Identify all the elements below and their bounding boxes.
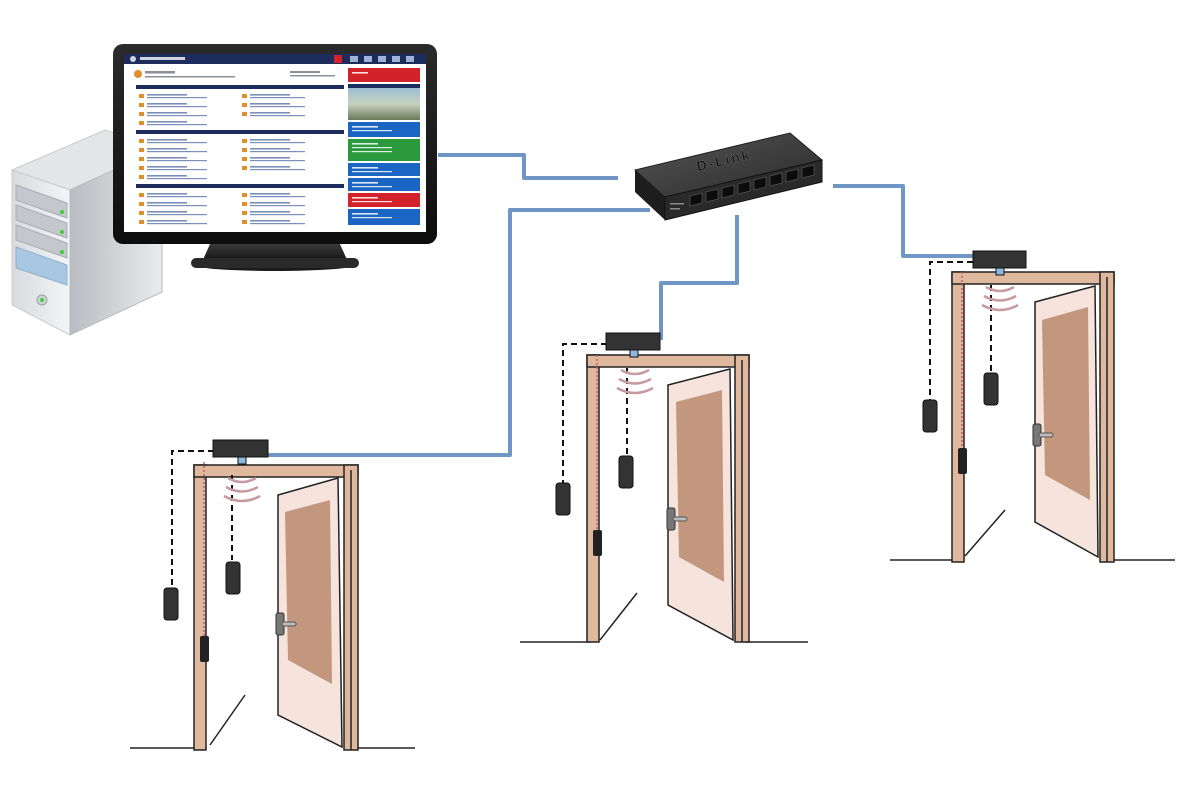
electric-lock-icon <box>200 636 209 662</box>
cable-switch-to-door-2 <box>659 215 739 340</box>
card-reader-icon <box>163 587 179 621</box>
door-leaf-3 <box>1032 285 1099 559</box>
switch-ports <box>689 164 815 207</box>
electric-lock-icon <box>593 530 602 556</box>
access-controller-icon <box>605 332 661 358</box>
electric-lock-icon <box>958 448 967 474</box>
cable-switch-to-door-1 <box>268 208 650 457</box>
screen-right-column <box>348 68 420 225</box>
door-3 <box>890 250 1175 563</box>
access-controller-icon <box>972 250 1027 276</box>
rf-signal-icon <box>616 368 654 395</box>
network-cables <box>268 153 975 457</box>
door-frame-2 <box>586 354 750 643</box>
door-frame-3 <box>951 271 1115 563</box>
cable-monitor-to-switch <box>438 153 618 180</box>
door-frame-1 <box>193 464 359 751</box>
exit-reader-icon <box>618 455 634 489</box>
floor-line-1 <box>130 694 415 749</box>
cable-switch-to-door-3 <box>833 184 975 258</box>
network-switch-icon: D-Link <box>633 132 824 221</box>
exit-reader-icon <box>983 372 999 406</box>
access-controller-icon <box>212 439 269 465</box>
floor-line-2 <box>520 592 808 643</box>
door-handle-icon <box>1032 423 1054 447</box>
rf-signal-icon <box>981 285 1019 312</box>
door-handle-icon <box>666 507 688 531</box>
monitor-screen <box>124 54 426 232</box>
door-1 <box>130 439 415 751</box>
door-leaf-2 <box>666 368 734 642</box>
card-reader-icon <box>922 399 938 433</box>
floor-line-3 <box>890 509 1175 561</box>
monitor-icon <box>113 44 437 271</box>
door-2 <box>520 332 808 643</box>
rf-signal-icon <box>223 476 261 503</box>
card-reader-icon <box>555 482 571 516</box>
door-leaf-1 <box>275 477 343 749</box>
screen-left-column <box>136 85 344 225</box>
door-handle-icon <box>275 612 297 636</box>
exit-reader-icon <box>225 561 241 595</box>
